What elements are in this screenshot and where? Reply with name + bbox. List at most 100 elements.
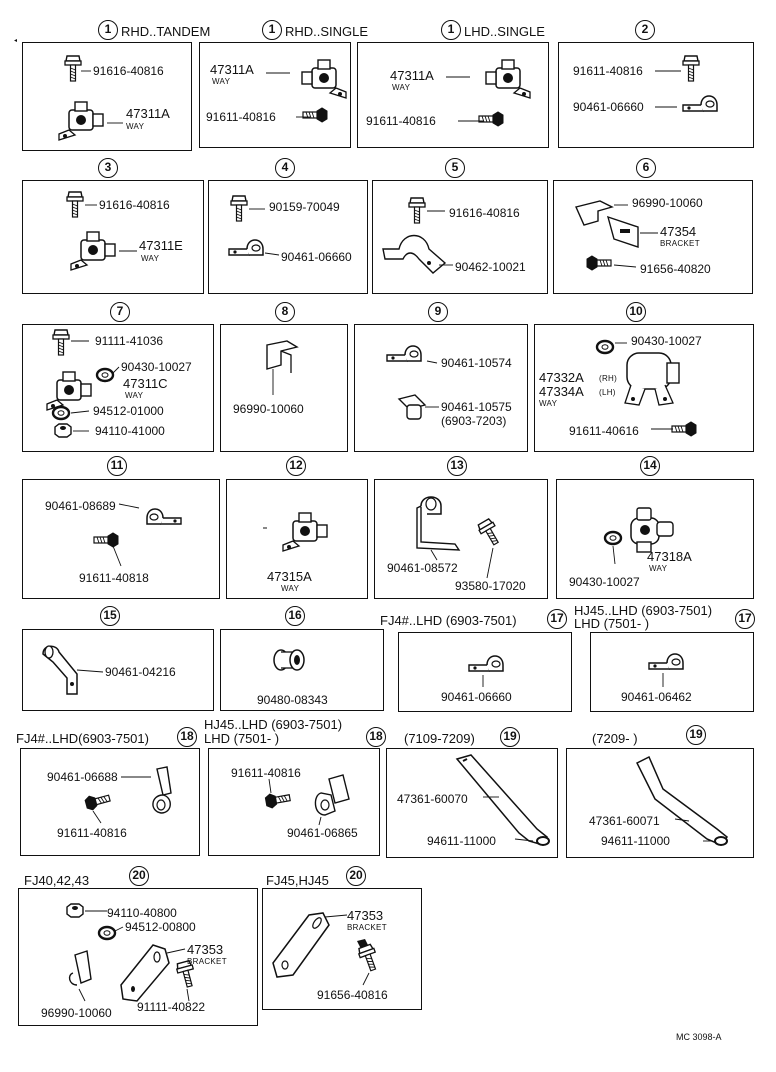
part-number: 90430-10027 bbox=[121, 360, 192, 374]
part-number: 91616-40816 bbox=[449, 206, 520, 220]
part-number: 90461-06660 bbox=[441, 690, 512, 704]
panel-13: 90461-08572 93580-17020 bbox=[374, 479, 548, 599]
section-header: (7109-7209) bbox=[404, 731, 475, 746]
panel-8: 96990-10060 bbox=[220, 324, 348, 452]
section-number: 1 bbox=[441, 20, 461, 40]
part-number: 91111-41036 bbox=[95, 334, 164, 348]
section-header: FJ45,HJ45 bbox=[266, 873, 329, 888]
part-number: 47311C bbox=[123, 376, 168, 391]
part-illustration bbox=[273, 649, 305, 671]
part-number: 93580-17020 bbox=[455, 579, 526, 593]
part-number: 94110-40800 bbox=[107, 906, 177, 920]
panel-12: 47315A WAY bbox=[226, 479, 368, 599]
part-number: 94611-11000 bbox=[601, 834, 670, 848]
section-number: 1 bbox=[98, 20, 118, 40]
panel-5: 91616-40816 90462-10021 bbox=[372, 180, 548, 294]
panel-3: 91616-40816 47311E WAY bbox=[22, 180, 204, 294]
part-illustration bbox=[603, 507, 674, 565]
part-illustration bbox=[595, 339, 697, 437]
panel-20-fj40: 94110-40800 94512-00800 47353 BRACKET 96… bbox=[18, 888, 258, 1026]
part-illustration bbox=[266, 59, 347, 123]
section-number: 6 bbox=[636, 158, 656, 178]
panel-1-rhd-single: 47311A WAY 91611-40816 bbox=[199, 42, 351, 148]
part-number: 90430-10027 bbox=[631, 334, 702, 348]
panel-17-fj4-lhd: 90461-06660 bbox=[398, 632, 572, 712]
part-illustration bbox=[468, 655, 504, 687]
section-header: LHD..SINGLE bbox=[464, 24, 545, 39]
part-number: 90461-06688 bbox=[47, 770, 118, 784]
part-illustration bbox=[446, 59, 531, 127]
section-number: 9 bbox=[428, 302, 448, 322]
section-number: 4 bbox=[275, 158, 295, 178]
section-number: 7 bbox=[110, 302, 130, 322]
section-header: HJ45..LHD (6903-7501) bbox=[204, 717, 343, 732]
section-number: 19 bbox=[686, 725, 706, 745]
section-header: HJ45..LHD (6903-7501) bbox=[574, 603, 713, 618]
part-number: 47315A bbox=[267, 569, 312, 584]
tick-mark: ◂ bbox=[14, 38, 18, 44]
part-number: 90461-10575 bbox=[441, 400, 512, 414]
part-number: 94110-41000 bbox=[95, 424, 165, 438]
panel-18-fj4-lhd: 90461-06688 91611-40816 bbox=[20, 748, 200, 856]
section-header-line2: LHD (7501- ) bbox=[204, 731, 280, 746]
part-number: 91111-40822 bbox=[137, 1000, 206, 1014]
section-number: 11 bbox=[107, 456, 127, 476]
part-number: 91611-40816 bbox=[231, 766, 301, 780]
part-number: 90461-06462 bbox=[621, 690, 692, 704]
panel-7: 91111-41036 90430-10027 47311C WAY 94512… bbox=[22, 324, 214, 452]
part-illustration bbox=[66, 903, 199, 1002]
part-number: 90461-06660 bbox=[573, 100, 644, 114]
section-number: 19 bbox=[500, 727, 520, 747]
section-number: 12 bbox=[286, 456, 306, 476]
part-number: 91656-40820 bbox=[640, 262, 711, 276]
section-number: 17 bbox=[735, 609, 755, 629]
part-desc: WAY bbox=[649, 564, 668, 573]
section-number: 17 bbox=[547, 609, 567, 629]
diagram-code: MC 3098-A bbox=[676, 1032, 722, 1042]
panel-19-7109: 47361-60070 94611-11000 bbox=[386, 748, 558, 858]
section-number: 16 bbox=[285, 606, 305, 626]
part-illustration bbox=[648, 653, 684, 687]
part-number: 90159-70049 bbox=[269, 200, 340, 214]
part-number: 47311A bbox=[210, 62, 254, 77]
section-number: 10 bbox=[626, 302, 646, 322]
part-number: 47311E bbox=[139, 238, 183, 253]
part-number: 91611-40816 bbox=[366, 114, 436, 128]
panel-15: 90461-04216 bbox=[22, 629, 214, 711]
section-number: 8 bbox=[275, 302, 295, 322]
section-header: (7209- ) bbox=[592, 731, 638, 746]
section-number: 3 bbox=[98, 158, 118, 178]
part-number: 90461-10574 bbox=[441, 356, 512, 370]
part-number: 47311A bbox=[126, 106, 170, 121]
section-number: 5 bbox=[445, 158, 465, 178]
part-number: 91611-40816 bbox=[206, 110, 276, 124]
part-desc: WAY bbox=[281, 584, 300, 593]
part-number: 94512-00800 bbox=[125, 920, 196, 934]
part-number: 90430-10027 bbox=[569, 575, 640, 589]
part-number: 90480-08343 bbox=[257, 693, 328, 707]
part-number: 90461-08572 bbox=[387, 561, 458, 575]
part-illustration bbox=[83, 766, 172, 824]
panel-17-hj45-lhd: 90461-06462 bbox=[590, 632, 754, 712]
panel-11: 90461-08689 91611-40818 bbox=[22, 479, 220, 599]
part-illustration bbox=[58, 55, 123, 141]
part-number: 91611-40816 bbox=[573, 64, 643, 78]
part-number: 47361-60070 bbox=[397, 792, 468, 806]
part-desc: WAY bbox=[126, 122, 145, 131]
part-desc: BRACKET bbox=[347, 923, 387, 932]
panel-2: 91611-40816 90461-06660 bbox=[558, 42, 754, 148]
section-header-line2: LHD (7501- ) bbox=[574, 616, 650, 631]
part-desc: (RH) bbox=[599, 374, 618, 383]
part-desc: WAY bbox=[141, 254, 160, 263]
part-number: 91616-40816 bbox=[93, 64, 164, 78]
section-number: 2 bbox=[635, 20, 655, 40]
part-illustration bbox=[266, 340, 299, 395]
part-number: 47354 bbox=[660, 224, 697, 239]
part-illustration bbox=[228, 195, 280, 256]
part-illustration bbox=[575, 200, 658, 271]
part-illustration bbox=[455, 754, 550, 846]
section-header: FJ4#..LHD(6903-7501) bbox=[16, 731, 149, 746]
part-illustration bbox=[264, 774, 350, 826]
part-number: 47353 bbox=[187, 942, 224, 957]
part-desc: BRACKET bbox=[660, 239, 700, 248]
